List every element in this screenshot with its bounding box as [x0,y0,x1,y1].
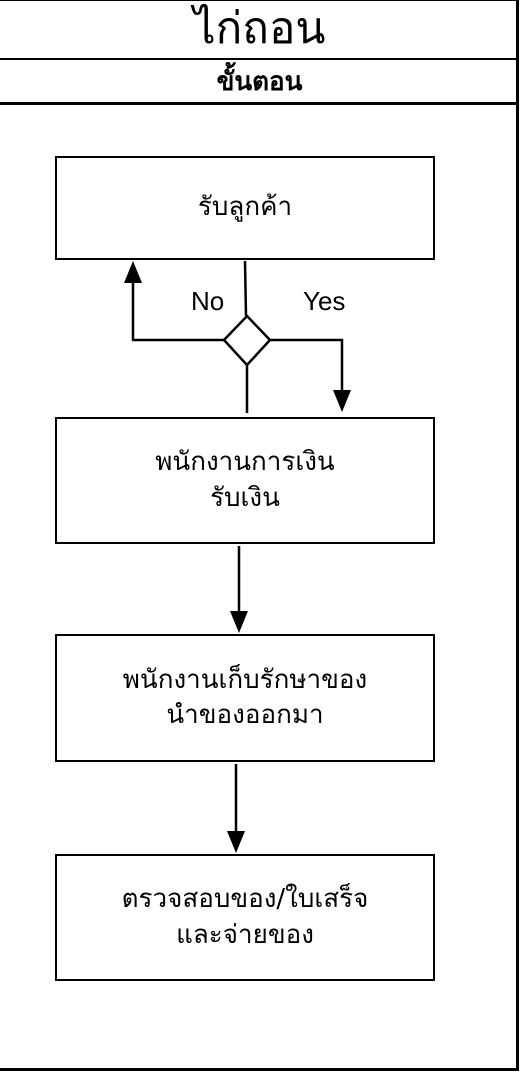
arrow-step2-to-step3-head [230,611,248,633]
yes-branch-arrowhead [333,390,351,412]
diagram-title: ไก่ถอน [0,0,519,60]
step-4-line-2: และจ่ายของ [176,919,314,950]
step-1-line-1: รับลูกค้า [197,192,293,223]
step-cashier-receive-payment: พนักงานการเงิน รับเงิน [55,417,435,544]
decision-diamond [222,314,272,367]
step-storage-retrieve-item: พนักงานเก็บรักษาของ นำของออกมา [55,634,435,762]
no-branch-line [131,282,224,342]
yes-branch-line [270,338,344,390]
no-branch-arrowhead [124,261,142,283]
connector-step1-to-decision [243,260,248,317]
step-2-line-2: รับเงิน [210,482,280,513]
step-4-line-1: ตรวจสอบของ/ใบเสร็จ [121,884,369,915]
step-2-line-1: พนักงานการเงิน [155,447,335,478]
step-3-line-1: พนักงานเก็บรักษาของ [122,664,368,695]
no-label: No [191,286,225,316]
step-3-line-2: นำของออกมา [166,700,324,730]
step-receive-customer: รับลูกค้า [55,156,435,260]
arrow-step3-to-step4-head [227,831,245,853]
section-heading: ขั้นตอน [0,60,519,105]
step-verify-and-release: ตรวจสอบของ/ใบเสร็จ และจ่ายของ [55,854,435,981]
yes-label: Yes [303,286,346,316]
